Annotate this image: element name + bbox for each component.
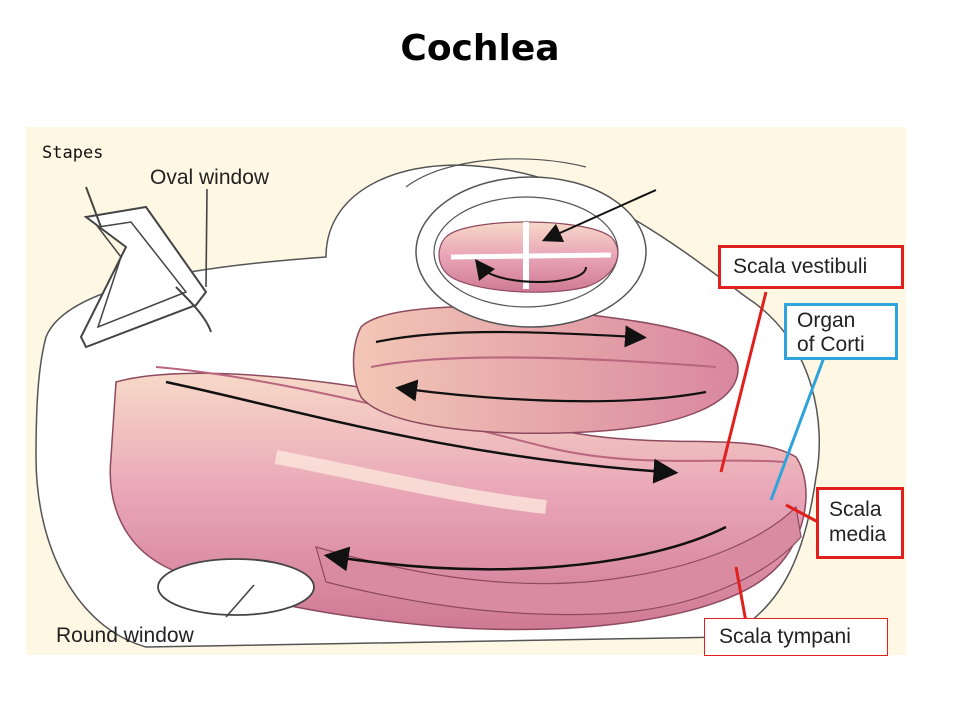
organ-of-corti-box: Organ of Corti bbox=[784, 303, 898, 360]
organ-of-corti-label-line2: of Corti bbox=[797, 333, 865, 356]
stapes-label: Stapes bbox=[42, 143, 104, 163]
scala-media-label-line1: Scala bbox=[829, 498, 882, 521]
scala-tympani-band bbox=[315, 505, 802, 616]
cochlea-illustration bbox=[26, 127, 906, 655]
scala-vestibuli-label: Scala vestibuli bbox=[733, 255, 868, 278]
stapes-bone bbox=[79, 186, 208, 349]
oval-window-leader bbox=[205, 188, 208, 288]
scala-vestibuli-leader bbox=[719, 291, 768, 473]
basal-ridge bbox=[155, 366, 787, 463]
round-window bbox=[157, 558, 315, 616]
scala-tympani-label: Scala tympani bbox=[719, 625, 851, 648]
oval-window-membrane bbox=[175, 286, 212, 333]
scala-vestibuli-box: Scala vestibuli bbox=[718, 245, 904, 289]
flow-arrow-apex bbox=[474, 259, 587, 283]
scala-tympani-box: Scala tympani bbox=[704, 618, 888, 656]
helicotrema-pointer bbox=[541, 189, 657, 243]
round-window-leader bbox=[225, 584, 255, 618]
page-title: Cochlea bbox=[400, 28, 560, 69]
scala-tympani-leader bbox=[734, 566, 748, 623]
cochlea-diagram: Stapes Oval window Round window Scala ve… bbox=[26, 127, 906, 656]
scala-media-label-line2: media bbox=[829, 523, 887, 546]
scala-media-box: Scala media bbox=[816, 487, 904, 559]
flow-arrow-middle-upper bbox=[375, 325, 647, 348]
flow-arrow-basal-upper bbox=[165, 380, 679, 484]
flow-arrow-middle-lower bbox=[395, 379, 707, 403]
organ-of-corti-leader bbox=[769, 351, 828, 501]
oval-window-label: Oval window bbox=[150, 166, 270, 189]
round-window-label: Round window bbox=[56, 624, 194, 647]
flow-arrow-basal-lower bbox=[323, 525, 727, 572]
organ-of-corti-label-line1: Organ bbox=[797, 309, 856, 332]
scala-media-leader bbox=[785, 503, 819, 524]
